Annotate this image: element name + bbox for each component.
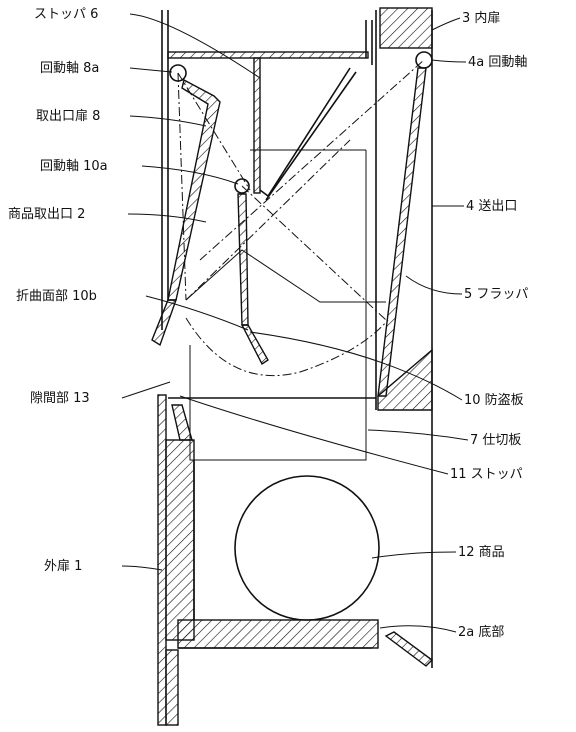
inner-door-3 (379, 7, 433, 49)
label-inner-door-3: 3 内扉 (462, 10, 500, 26)
chute-lower (377, 348, 433, 411)
label-door-8: 取出口扉 8 (36, 108, 100, 124)
label-product-12: 12 商品 (458, 545, 505, 560)
label-bend-10b: 折曲面部 10b (16, 289, 97, 304)
stopper-11 (168, 397, 376, 441)
label-pivot-10a: 回動軸 10a (40, 159, 108, 174)
label-stopper-6: ストッパ 6 (34, 7, 98, 22)
label-partition-7: 7 仕切板 (470, 433, 521, 448)
lower-compartment (165, 439, 434, 667)
labels: ストッパ 6 回動軸 8a 取出口扉 8 回動軸 10a 商品取出口 2 折曲面… (8, 7, 528, 640)
label-outlet-2: 商品取出口 2 (8, 207, 85, 222)
stopper-6 (167, 20, 373, 65)
label-stopper-11: 11 ストッパ (450, 467, 523, 482)
right-wall (375, 10, 433, 668)
takeout-door-8 (151, 64, 221, 347)
outer-door-1 (157, 10, 179, 726)
label-chute-4: 4 送出口 (466, 199, 517, 214)
label-bottom-2a: 2a 底部 (458, 624, 504, 640)
label-flapper-5: 5 フラッパ (464, 287, 528, 302)
partition-7-box (189, 149, 367, 461)
label-guard-10: 10 防盗板 (464, 392, 524, 408)
product-12 (234, 475, 380, 621)
flapper-5 (377, 51, 433, 397)
label-gap-13: 隙間部 13 (30, 391, 90, 406)
anti-theft-plate-10 (234, 178, 269, 366)
partition-hanger (253, 57, 357, 201)
label-pivot-8a: 回動軸 8a (40, 61, 99, 76)
leader-lines (121, 13, 469, 633)
label-pivot-4a: 4a 回動軸 (468, 55, 527, 70)
label-outer-door-1: 外扉 1 (44, 558, 82, 574)
